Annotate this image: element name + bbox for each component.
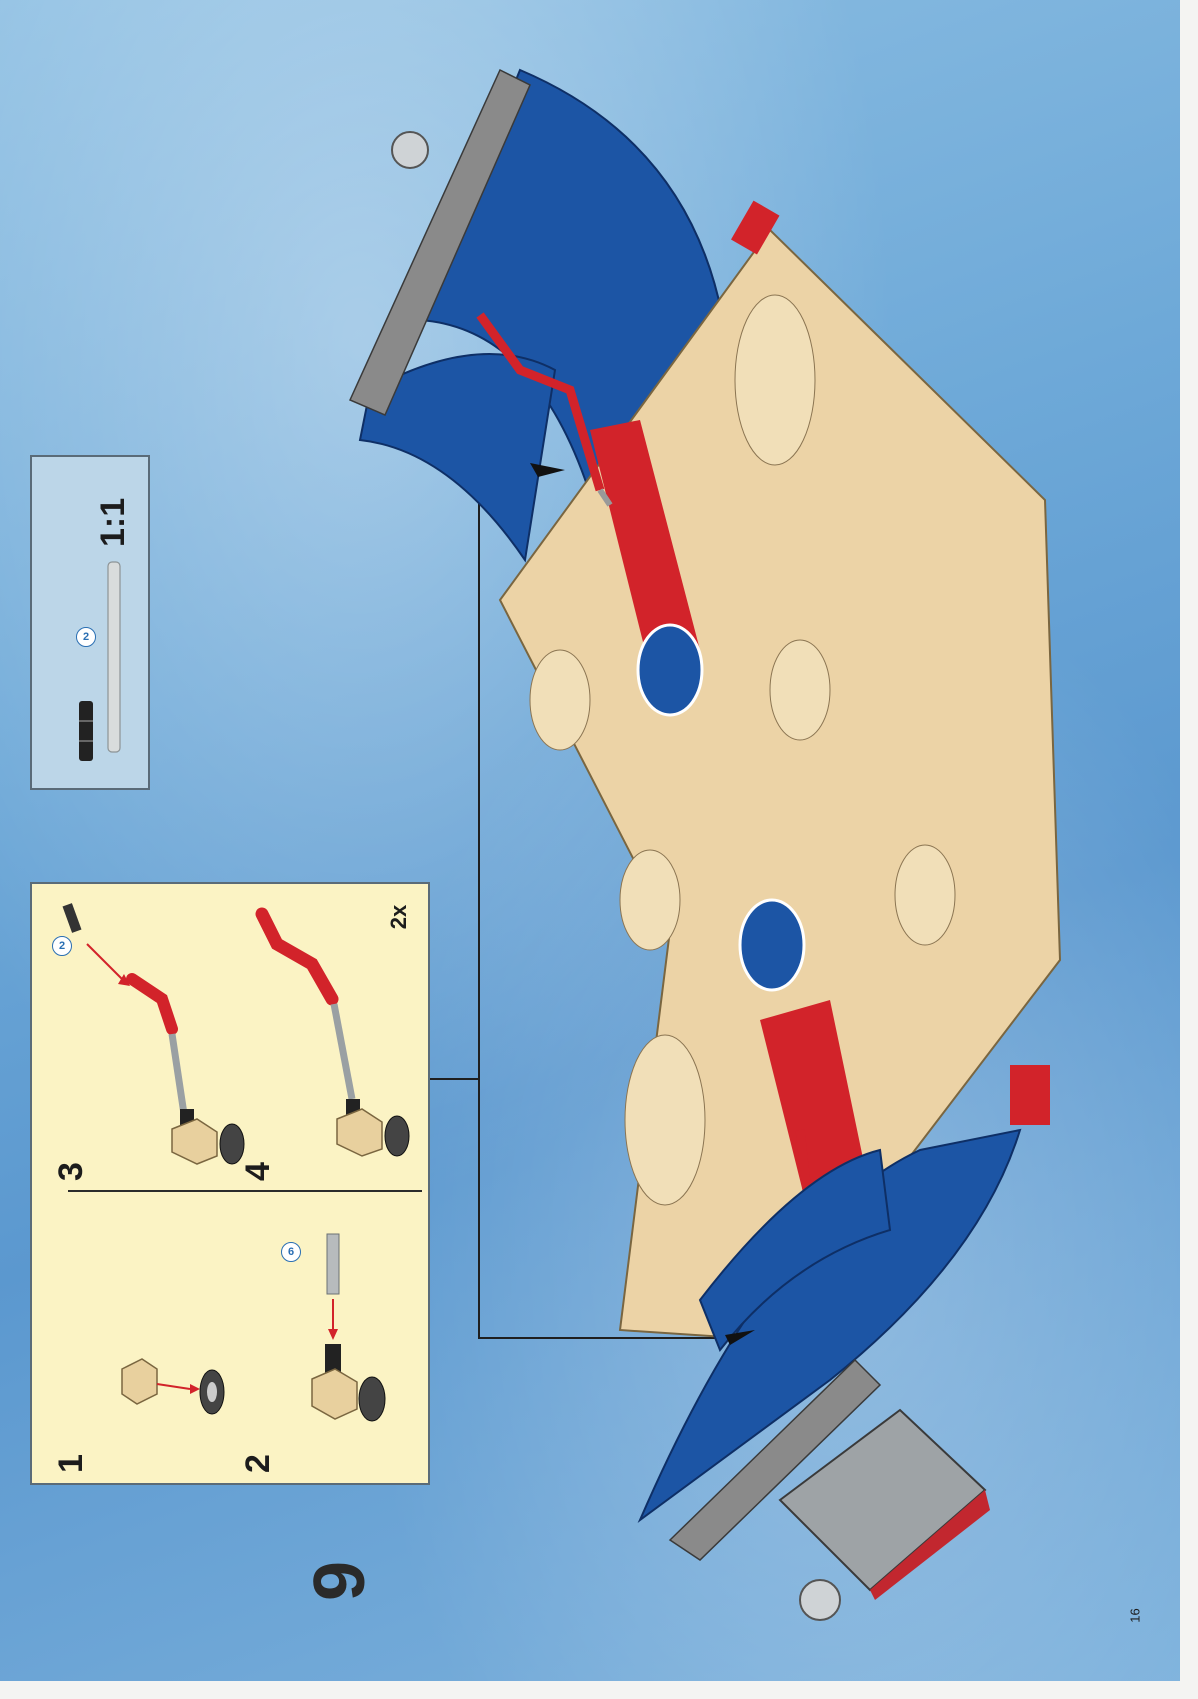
page-number: 16 [1128, 1608, 1143, 1622]
step-number: 9 [299, 1561, 381, 1601]
